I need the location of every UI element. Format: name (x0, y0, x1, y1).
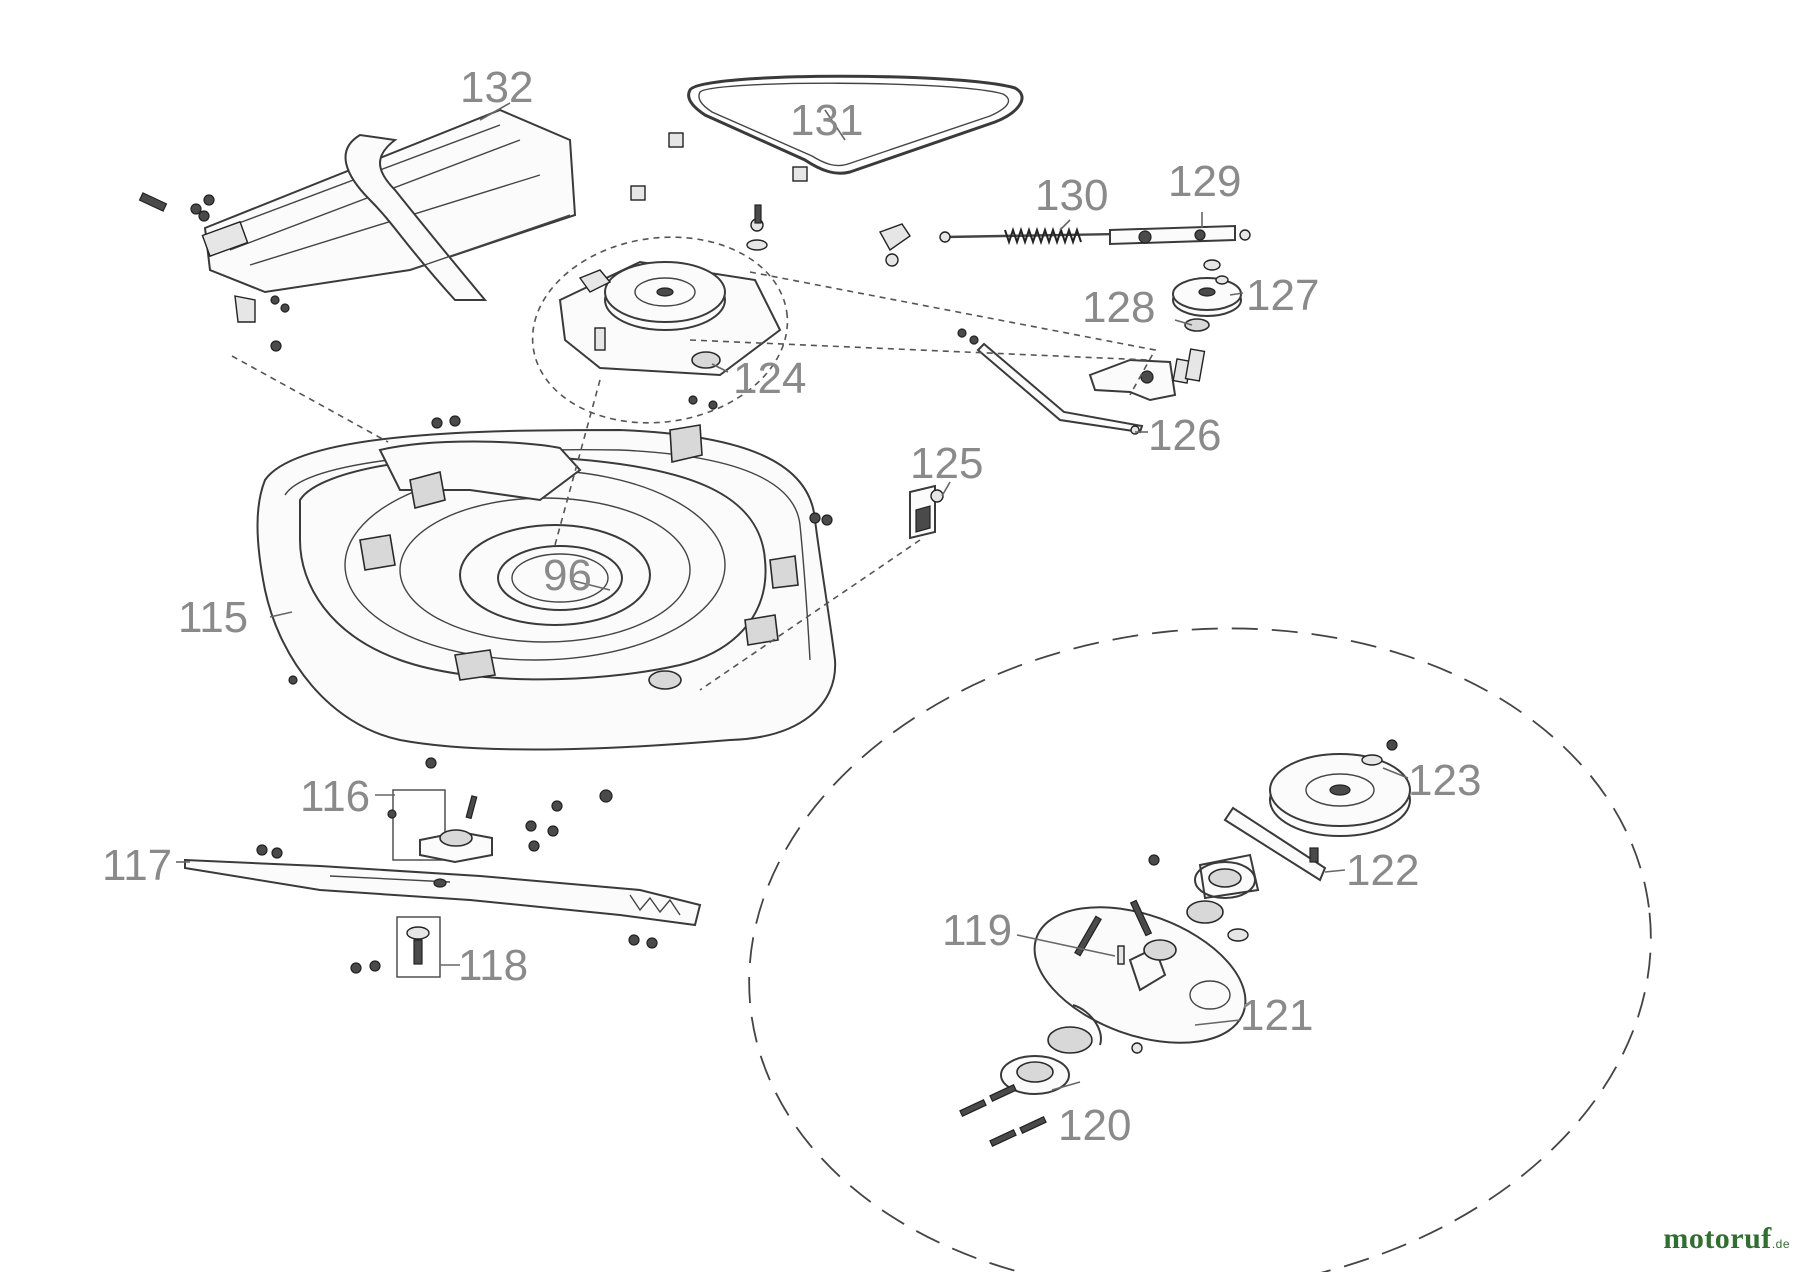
part-115-mower-deck[interactable] (256, 415, 837, 803)
detail-view-outline (748, 627, 1652, 1272)
part-125-bracket[interactable] (909, 484, 944, 540)
part-129-adjusting-lever[interactable] (1109, 224, 1251, 246)
label-129: 129 (1168, 157, 1241, 206)
part-123-pulley[interactable] (1269, 739, 1411, 837)
label-118: 118 (458, 941, 528, 990)
label-121: 121 (1240, 991, 1313, 1040)
part-122-key-plate[interactable] (1223, 806, 1327, 882)
part-132-deflector[interactable] (138, 108, 577, 352)
part-126-idler-arm[interactable] (957, 328, 1206, 435)
label-115: 115 (178, 593, 248, 642)
leader-lines (176, 102, 1409, 1091)
part-127-idler-pulley[interactable] (1172, 259, 1242, 317)
label-117: 117 (102, 841, 172, 890)
part-117-blade[interactable] (184, 844, 702, 949)
label-122: 122 (1346, 846, 1419, 895)
label-127: 127 (1246, 271, 1319, 320)
label-132: 132 (460, 63, 533, 112)
label-131: 131 (790, 96, 863, 145)
part-116-blade-adapter[interactable] (387, 789, 563, 864)
label-125: 125 (910, 439, 983, 488)
label-123: 123 (1408, 756, 1481, 805)
part-118-blade-bolt[interactable] (350, 916, 441, 978)
connection-lines (231, 271, 1157, 691)
label-96: 96 (543, 551, 592, 600)
part-119-key[interactable] (1117, 945, 1125, 965)
watermark-logo: motoruf.de (1663, 1222, 1790, 1256)
part-121-spindle-housing[interactable] (1016, 853, 1264, 1069)
watermark-suffix: .de (1771, 1237, 1790, 1251)
part-120-bearing-housing[interactable] (959, 1004, 1143, 1148)
watermark-text: motoruf (1663, 1222, 1772, 1255)
label-120: 120 (1058, 1101, 1131, 1150)
part-124-drive-pulley-plate[interactable] (520, 204, 799, 439)
label-128: 128 (1082, 283, 1155, 332)
part-131-belt[interactable] (630, 74, 1024, 201)
part-128-bearing[interactable] (1184, 318, 1210, 332)
part-130-tension-spring[interactable] (878, 223, 1236, 267)
part-labels: 132 131 130 129 128 127 124 126 125 96 1… (102, 63, 1481, 1150)
label-119: 119 (942, 906, 1012, 955)
label-126: 126 (1148, 411, 1221, 460)
label-116: 116 (300, 772, 370, 821)
label-130: 130 (1035, 171, 1108, 220)
label-124: 124 (733, 354, 806, 403)
